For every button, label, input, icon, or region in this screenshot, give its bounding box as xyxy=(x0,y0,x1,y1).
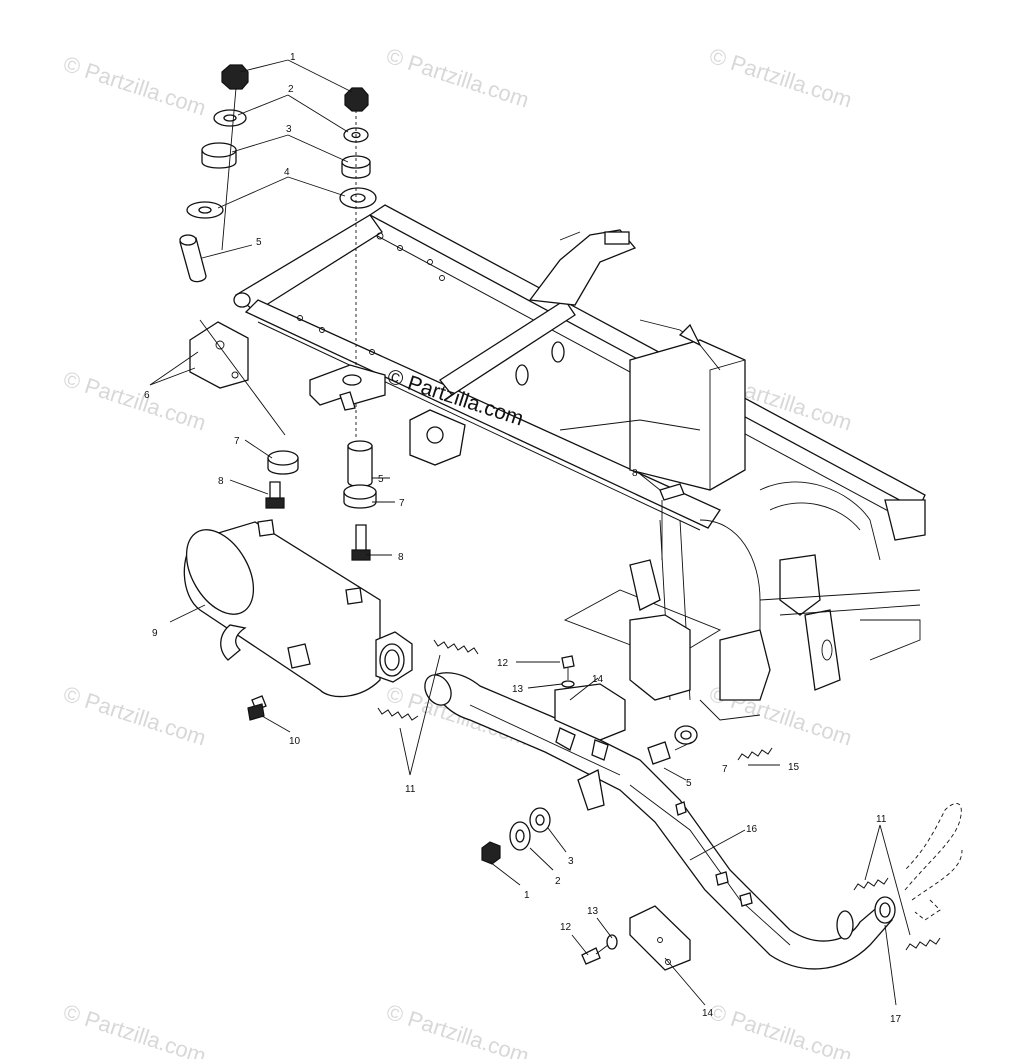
spring-icon xyxy=(905,937,941,951)
callout-14: 14 xyxy=(702,1008,714,1019)
bushing-icon xyxy=(201,142,237,169)
callout-13: 13 xyxy=(512,684,524,695)
spring-icon xyxy=(853,877,889,891)
mounting-hardware-lower xyxy=(481,807,691,971)
bushing-icon xyxy=(343,484,377,509)
leader-lines xyxy=(149,59,911,1006)
bushing-icon xyxy=(529,807,551,833)
spring-icon xyxy=(377,707,419,721)
callout-labels: 1 2 3 4 5 6 7 8 5 7 8 8 9 10 11 12 13 14… xyxy=(144,52,902,1025)
callout-7: 7 xyxy=(399,498,405,509)
spring-icon xyxy=(737,747,773,761)
callout-5: 5 xyxy=(378,474,384,485)
muffler xyxy=(183,519,413,721)
watermark: © Partzilla.com xyxy=(706,999,855,1059)
bolt-icon xyxy=(351,524,371,561)
watermark: © Partzilla.com xyxy=(60,51,209,121)
callout-8: 8 xyxy=(218,476,224,487)
bushing-icon xyxy=(267,450,299,475)
callout-7: 7 xyxy=(234,436,240,447)
callout-9: 9 xyxy=(152,628,158,639)
spring-icon xyxy=(433,639,479,655)
callout-1: 1 xyxy=(290,52,296,63)
bolt-icon xyxy=(265,481,285,509)
watermark: © Partzilla.com xyxy=(383,43,532,113)
callout-3: 3 xyxy=(568,856,574,867)
callout-14: 14 xyxy=(592,674,604,685)
watermark: © Partzilla.com xyxy=(60,681,209,751)
mounting-plate-icon xyxy=(189,321,249,389)
springs xyxy=(377,639,941,951)
callout-8: 8 xyxy=(398,552,404,563)
mounting-hardware-upper xyxy=(179,64,685,561)
callout-8: 8 xyxy=(632,468,638,479)
callout-5: 5 xyxy=(686,778,692,789)
hex-nut-icon xyxy=(221,64,249,90)
callout-5: 5 xyxy=(256,237,262,248)
spacer-icon xyxy=(347,440,373,488)
callout-3: 3 xyxy=(286,124,292,135)
watermark: © Partzilla.com xyxy=(60,999,209,1059)
callout-11: 11 xyxy=(876,814,887,825)
head-pipe xyxy=(424,672,963,970)
hex-nut-icon xyxy=(344,87,369,112)
callout-12: 12 xyxy=(560,922,572,933)
callout-2: 2 xyxy=(555,876,561,887)
callout-16: 16 xyxy=(746,824,758,835)
callout-10: 10 xyxy=(289,736,301,747)
callout-15: 15 xyxy=(788,762,800,773)
callout-6: 6 xyxy=(144,390,150,401)
watermark: © Partzilla.com xyxy=(706,43,855,113)
watermark: © Partzilla.com xyxy=(383,999,532,1059)
callout-7: 7 xyxy=(722,764,728,775)
callout-2: 2 xyxy=(288,84,294,95)
callout-1: 1 xyxy=(524,890,530,901)
callout-17: 17 xyxy=(890,1014,902,1025)
callout-11: 11 xyxy=(405,784,416,795)
callout-4: 4 xyxy=(284,167,290,178)
watermark: © Partzilla.com xyxy=(60,366,209,436)
callout-13: 13 xyxy=(587,906,599,917)
hex-nut-icon xyxy=(481,841,501,865)
frame xyxy=(233,204,926,721)
spacer-icon xyxy=(179,234,207,283)
callout-12: 12 xyxy=(497,658,509,669)
